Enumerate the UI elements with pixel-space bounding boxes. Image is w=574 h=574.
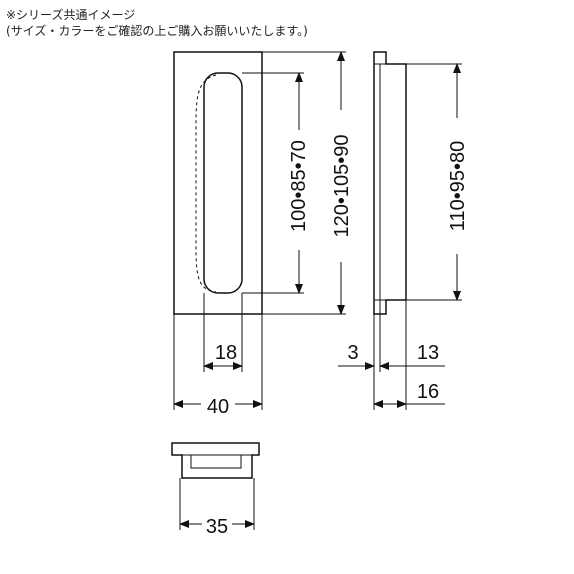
depth-mid-label: 13 <box>417 342 439 364</box>
side-view <box>373 51 407 315</box>
hidden-edge-line <box>195 74 217 293</box>
bottom-view <box>171 442 260 479</box>
outer-height-label: 120•105•90 <box>331 135 353 238</box>
depth-small-label: 3 <box>347 342 358 364</box>
series-note: ※シリーズ共通イメージ <box>6 8 136 22</box>
outer-width-dimension: 40 <box>173 314 263 418</box>
inner-width-label: 18 <box>215 342 237 364</box>
inner-height-label: 100•85•70 <box>288 140 310 232</box>
bottom-width-label: 35 <box>206 516 228 538</box>
depth-total-label: 16 <box>417 381 439 403</box>
front-plate-outline <box>173 51 263 315</box>
inner-width-dimension: 18 <box>203 293 243 372</box>
front-recess-outline <box>203 72 243 294</box>
confirm-note: (サイズ・カラーをご確認の上ご購入お願いいたします。) <box>6 24 308 38</box>
front-view <box>173 51 263 315</box>
side-height-dimension: 110•95•80 <box>406 63 469 301</box>
inner-height-dimension: 100•85•70 <box>242 72 310 294</box>
depth-dimensions: 3 13 16 <box>338 300 445 410</box>
outer-width-label: 40 <box>207 396 229 418</box>
side-flange-outline <box>373 51 407 315</box>
side-height-label: 110•95•80 <box>447 141 469 231</box>
bottom-profile-outline <box>171 442 260 479</box>
bottom-width-dimension: 35 <box>179 478 255 538</box>
outer-height-dimension: 120•105•90 <box>262 51 353 315</box>
